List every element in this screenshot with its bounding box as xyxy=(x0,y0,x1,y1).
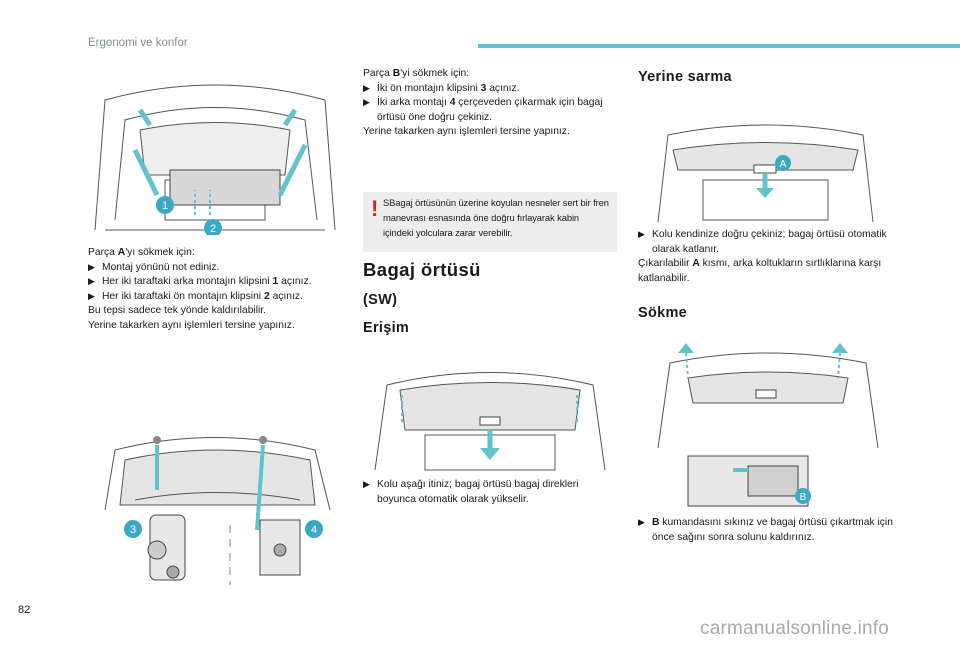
arrow-bullet-icon: ▶ xyxy=(88,277,95,288)
section-heading: Bagaj örtüsü xyxy=(363,259,481,280)
col1-line1: Bu tepsi sadece tek yönde kaldırılabilir… xyxy=(88,305,267,317)
arrow-bullet-icon: ▶ xyxy=(638,230,645,240)
arrow-bullet-icon: ▶ xyxy=(363,98,370,109)
figure-label-a: A xyxy=(780,159,787,170)
col2-line: Yerine takarken aynı işlemleri tersine y… xyxy=(363,126,570,138)
col3-text: ▶Kolu kendinize doğru çekiniz; bagaj ört… xyxy=(638,228,893,286)
list-item: ▶Her iki taraftaki ön montajın klipsini … xyxy=(88,290,343,305)
warning-text: SBagaj örtüsünün üzerine koyulan nesnele… xyxy=(383,197,609,238)
trunk-figure-clips: 3 4 xyxy=(104,436,331,585)
col1-line2: Yerine takarken aynı işlemleri tersine y… xyxy=(88,319,295,331)
col1-text: Parça A'yı sökmek için: ▶Montaj yönünü n… xyxy=(88,246,343,334)
remove-heading: Sökme xyxy=(638,305,688,321)
warning-box: ! SBagaj örtüsünün üzerine koyulan nesne… xyxy=(363,192,617,252)
watermark: carmanualsonline.info xyxy=(700,618,890,639)
retract-heading: Yerine sarma xyxy=(638,69,732,85)
warning-icon: ! xyxy=(371,196,379,221)
figure-label-3: 3 xyxy=(130,524,136,536)
list-item: ▶B kumandasını sıkınız ve bagaj örtüsü ç… xyxy=(638,516,893,545)
trunk-figure-remove: B xyxy=(657,343,879,507)
trunk-figure-retract: A xyxy=(657,124,874,223)
col2-text: Parça B'yi sökmek için: ▶İki ön montajın… xyxy=(363,67,618,140)
section-subheading: (SW) xyxy=(363,292,398,308)
arrow-bullet-icon: ▶ xyxy=(363,480,370,490)
col2-access-text: ▶Kolu aşağı itiniz; bagaj örtüsü bagaj d… xyxy=(363,478,618,507)
col3-para: Çıkarılabilir A kısmı, arka koltukların … xyxy=(638,258,882,284)
list-item: ▶Montaj yönünü not ediniz. xyxy=(88,261,343,276)
figure-label-b: B xyxy=(800,492,807,503)
list-item: ▶Kolu kendinize doğru çekiniz; bagaj ört… xyxy=(638,228,893,257)
page-number: 82 xyxy=(18,604,31,616)
list-item: ▶Her iki taraftaki arka montajın klipsin… xyxy=(88,275,343,290)
figure-label-1: 1 xyxy=(162,200,168,212)
col3-remove-text: ▶B kumandasını sıkınız ve bagaj örtüsü ç… xyxy=(638,516,893,545)
header-accent-bar xyxy=(478,44,960,48)
list-item: ▶İki arka montajı 4 çerçeveden çıkarmak … xyxy=(363,96,618,125)
arrow-bullet-icon: ▶ xyxy=(638,518,645,528)
figure-label-4: 4 xyxy=(311,524,317,536)
arrow-bullet-icon: ▶ xyxy=(88,262,95,273)
arrow-bullet-icon: ▶ xyxy=(363,83,370,94)
access-heading: Erişim xyxy=(363,320,410,336)
section-title: Ergonomi ve konfor xyxy=(88,37,188,49)
trunk-figure-rear-shelf: 1 2 xyxy=(94,84,336,235)
arrow-bullet-icon: ▶ xyxy=(88,291,95,302)
col1-intro: Parça A'yı sökmek için: xyxy=(88,247,195,258)
col2-intro: Parça B'yi sökmek için: xyxy=(363,68,470,79)
list-item: ▶İki ön montajın klipsini 3 açınız. xyxy=(363,82,618,97)
trunk-figure-access xyxy=(374,372,606,471)
list-item: ▶Kolu aşağı itiniz; bagaj örtüsü bagaj d… xyxy=(363,478,618,507)
figure-label-2: 2 xyxy=(210,223,216,235)
